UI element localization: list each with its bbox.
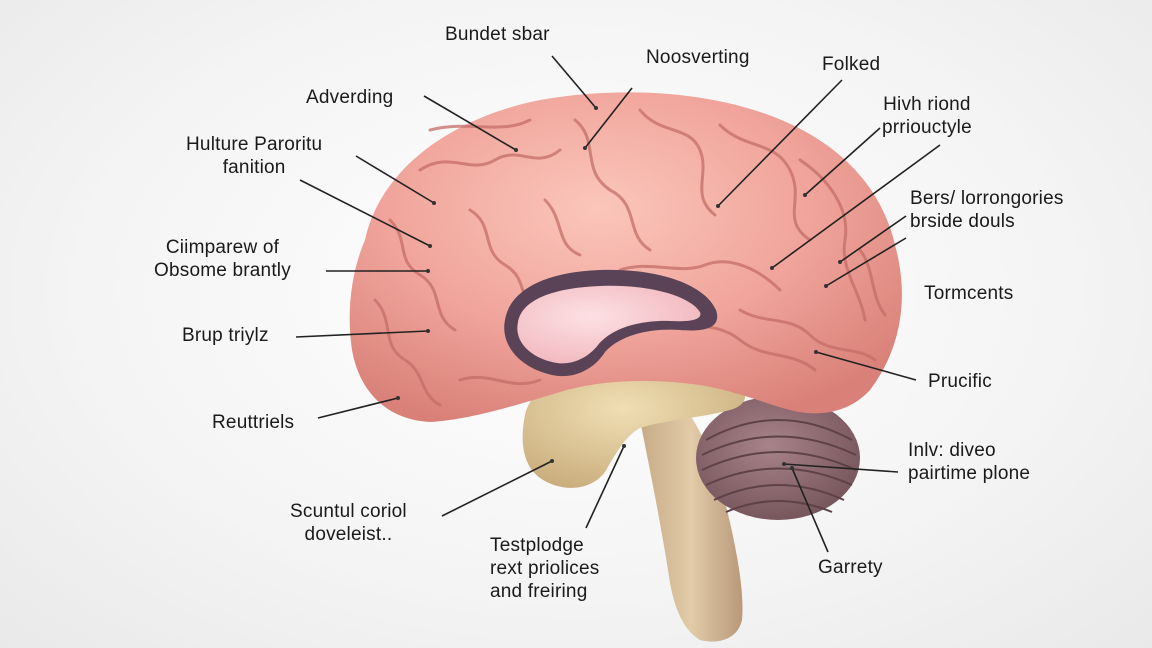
- leader-line: [295, 330, 429, 338]
- label-line: Tormcents: [924, 283, 1014, 304]
- label-line: Obsome brantly: [154, 260, 291, 281]
- label-line: Hulture Paroritu: [186, 134, 323, 155]
- leader-line: [423, 95, 517, 151]
- label-line: pairtime plone: [908, 463, 1031, 484]
- label-line: Bundet sbar: [445, 24, 550, 45]
- leader-line: [783, 463, 899, 473]
- leader-line: [585, 445, 625, 529]
- label-line: Ciimparew of: [165, 237, 280, 258]
- label-line: Inlv: diveo: [908, 440, 996, 461]
- label-bundet-sbar: Bundet sbar: [445, 23, 550, 46]
- label-line: rext priolices: [490, 558, 600, 579]
- label-line: brside douls: [910, 211, 1015, 232]
- label-noosverting: Noosverting: [646, 46, 750, 69]
- gyri-folds: [373, 108, 887, 407]
- label-line: doveleist..: [304, 524, 393, 545]
- lateral-ventricle: [504, 269, 718, 377]
- label-reuttriels: Reuttriels: [212, 411, 294, 434]
- label-line: Prucific: [928, 371, 992, 392]
- label-hulture-paroritu: Hulture Paroritu fanition: [186, 133, 322, 179]
- label-ciimparew-of: Ciimparew of Obsome brantly: [154, 236, 291, 282]
- leader-line: [299, 179, 431, 247]
- label-line: Brup triylz: [182, 325, 269, 346]
- label-line: Scuntul coriol: [290, 501, 407, 522]
- label-line: Garrety: [818, 557, 883, 578]
- leader-line: [771, 144, 941, 269]
- label-folked: Folked: [822, 53, 880, 76]
- brainstem: [640, 415, 743, 642]
- label-inlv-diveo: Inlv: diveo pairtime plone: [908, 439, 1030, 485]
- label-line: prriouctyle: [882, 117, 972, 138]
- leader-line: [804, 127, 881, 196]
- label-line: Hivh riond: [883, 94, 971, 115]
- label-line: Folked: [822, 54, 881, 75]
- leader-line: [815, 351, 917, 381]
- label-tormcents: Tormcents: [924, 282, 1013, 305]
- leader-line: [355, 155, 435, 204]
- label-line: Adverding: [306, 87, 394, 108]
- label-line: Bers/ lorrongories: [910, 188, 1064, 209]
- label-line: Testplodge: [490, 535, 584, 556]
- leader-line: [317, 397, 399, 419]
- label-brup-triylz: Brup triylz: [182, 324, 269, 347]
- leader-line: [441, 460, 553, 517]
- label-adverding: Adverding: [306, 86, 393, 109]
- leader-lines: [295, 55, 941, 553]
- label-prucific: Prucific: [928, 370, 992, 393]
- label-line: and freiring: [490, 581, 588, 602]
- label-scuntul-coriol: Scuntul coriol doveleist..: [290, 500, 407, 546]
- leader-line: [839, 215, 907, 263]
- label-line: Reuttriels: [212, 412, 295, 433]
- leader-line: [584, 87, 633, 149]
- label-line: Noosverting: [646, 47, 750, 68]
- leader-line: [551, 55, 597, 109]
- label-bers-lorrongories: Bers/ lorrongories brside douls: [910, 187, 1064, 233]
- label-hivh-riond: Hivh riond prriouctyle: [882, 93, 972, 139]
- leader-line: [717, 79, 843, 207]
- cerebrum: [349, 92, 902, 423]
- label-testplodge: Testplodge rext priolices and freiring: [490, 534, 599, 603]
- cerebellum: [696, 396, 860, 520]
- label-line: fanition: [222, 157, 286, 178]
- leader-dots: [396, 106, 842, 470]
- leader-line: [825, 237, 907, 287]
- label-garrety: Garrety: [818, 556, 883, 579]
- pons: [522, 366, 746, 488]
- leader-line: [791, 467, 829, 553]
